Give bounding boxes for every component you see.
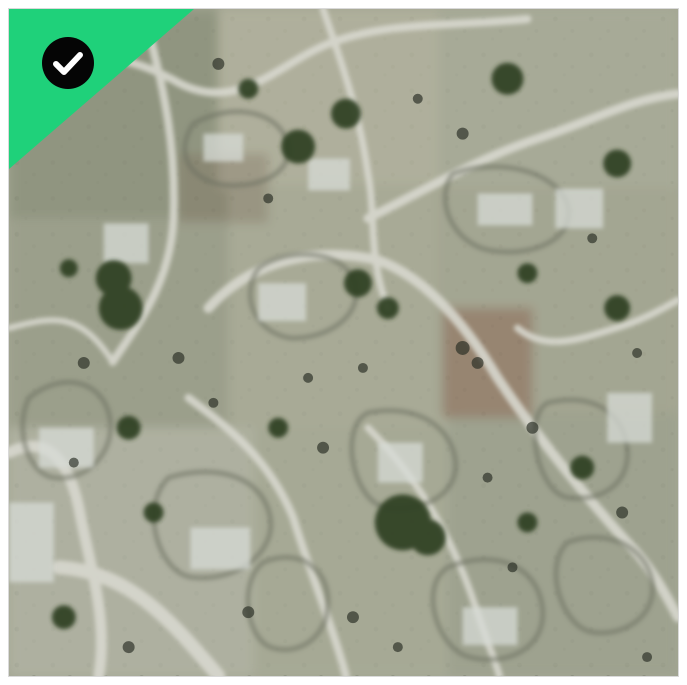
satellite-image-tile[interactable] <box>8 8 679 677</box>
check-circle-icon <box>42 37 94 89</box>
satellite-image <box>9 9 678 676</box>
